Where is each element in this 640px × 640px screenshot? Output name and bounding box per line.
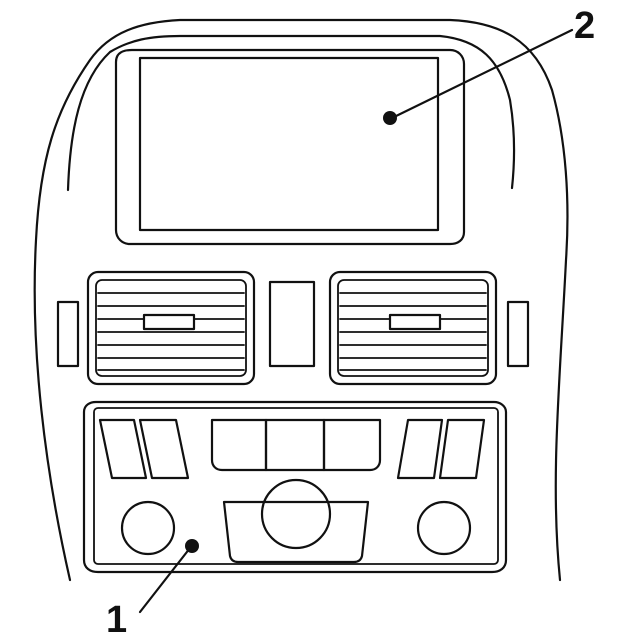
callout-2-dot — [383, 111, 397, 125]
center-control-knob[interactable] — [260, 478, 332, 550]
center-knob-housing — [222, 500, 370, 564]
right-switch-1[interactable] — [396, 418, 444, 480]
display-screen — [114, 48, 466, 246]
callout-2-leader — [390, 28, 574, 120]
left-vent-tab[interactable] — [142, 313, 196, 331]
left-side-slot — [56, 300, 80, 368]
callout-1: 1 — [106, 539, 199, 640]
callout-1-leader — [138, 546, 192, 614]
callout-2-label: 2 — [574, 5, 595, 47]
center-button-middle[interactable] — [264, 418, 326, 472]
callout-1-label: 1 — [106, 599, 127, 640]
callout-2: 2 — [383, 5, 595, 125]
left-switch-1[interactable] — [98, 418, 148, 480]
control-panel — [82, 400, 508, 574]
right-side-slot — [506, 300, 530, 368]
right-switch-2[interactable] — [438, 418, 486, 480]
center-hazard-slot[interactable] — [268, 280, 316, 368]
left-air-vent[interactable] — [86, 270, 256, 386]
right-vent-tab[interactable] — [388, 313, 442, 331]
right-control-knob[interactable] — [416, 500, 472, 556]
center-button-left[interactable] — [210, 418, 268, 472]
console-outer-bezel — [33, 18, 569, 582]
callout-1-dot — [185, 539, 199, 553]
right-air-vent[interactable] — [328, 270, 498, 386]
center-button-right[interactable] — [322, 418, 382, 472]
left-control-knob[interactable] — [120, 500, 176, 556]
left-switch-2[interactable] — [138, 418, 190, 480]
